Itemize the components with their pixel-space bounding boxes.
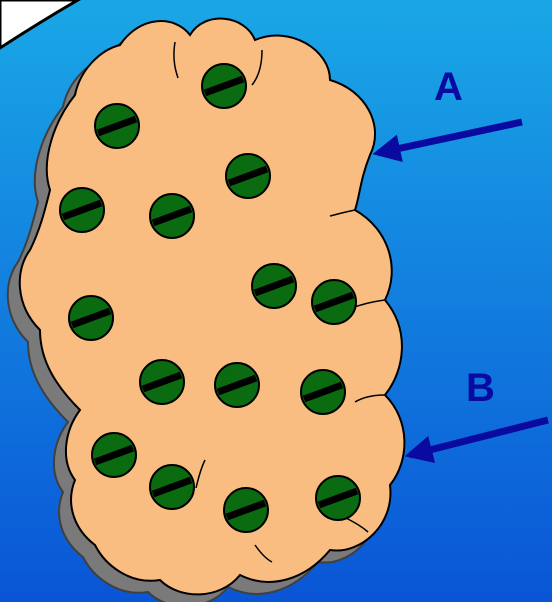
slotted-dot-icon <box>202 64 246 108</box>
slotted-dot-icon <box>252 264 296 308</box>
slotted-dot-icon <box>69 296 113 340</box>
slotted-dot-icon <box>92 433 136 477</box>
slotted-dot-icon <box>301 370 345 414</box>
slotted-dot-icon <box>312 280 356 324</box>
label-a: A <box>434 65 463 109</box>
slotted-dot-icon <box>95 104 139 148</box>
slotted-dot-icon <box>140 360 184 404</box>
label-b: B <box>466 366 495 410</box>
slotted-dot-icon <box>150 194 194 238</box>
slotted-dot-icon <box>215 363 259 407</box>
slotted-dot-icon <box>316 476 360 520</box>
slotted-dot-icon <box>224 488 268 532</box>
slotted-dot-icon <box>150 465 194 509</box>
slotted-dot-icon <box>60 188 104 232</box>
slotted-dot-icon <box>226 154 270 198</box>
